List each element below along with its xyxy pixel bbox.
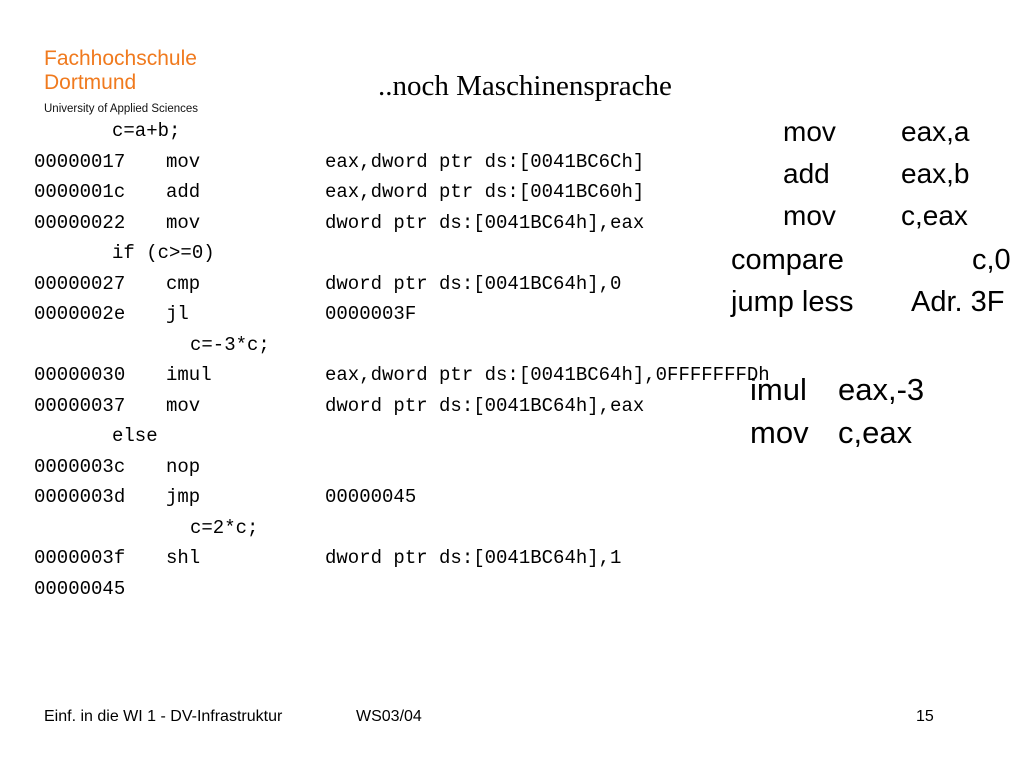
asm-operands: 0000003F	[325, 303, 417, 325]
annotation-line: mov c,eax	[783, 200, 968, 242]
source-statement: if (c>=0)	[112, 242, 215, 264]
annotation-group-basic: mov eax,a add eax,b mov c,eax	[783, 116, 970, 242]
source-statement: c=2*c;	[190, 516, 259, 539]
annotation-op: add	[783, 158, 830, 189]
source-statement: c=-3*c;	[190, 333, 270, 356]
asm-line: 00000037 mov dword ptr ds:[0041BC64h],eax	[34, 391, 770, 422]
annotation-op: mov	[750, 415, 809, 450]
annotation-arg: c,0	[972, 244, 1011, 276]
annotation-op: jump less	[731, 286, 854, 318]
annotation-op: imul	[750, 372, 807, 407]
asm-opcode: jl	[166, 303, 189, 325]
asm-address: 0000003c	[34, 455, 126, 478]
asm-address: 00000037	[34, 394, 126, 417]
asm-address: 00000022	[34, 211, 126, 234]
logo-line-1: Fachhochschule	[44, 47, 197, 70]
annotation-line: jump less Adr. 3F	[731, 286, 1005, 328]
asm-opcode: nop	[166, 455, 201, 478]
asm-opcode: shl	[166, 547, 201, 569]
asm-address: 00000027	[34, 272, 126, 295]
asm-operands: dword ptr ds:[0041BC64h],eax	[325, 211, 645, 234]
asm-address: 00000030	[34, 364, 126, 386]
asm-line: 0000003c nop	[34, 452, 770, 483]
asm-line: 00000045	[34, 574, 770, 605]
source-line: c=2*c;	[34, 513, 770, 544]
asm-operands: eax,dword ptr ds:[0041BC64h],0FFFFFFFDh	[325, 364, 770, 386]
annotation-line: compare c,0	[731, 244, 1011, 286]
source-line: else	[34, 421, 770, 452]
asm-address: 00000045	[34, 577, 126, 600]
source-statement: else	[112, 425, 158, 447]
asm-operands: 00000045	[325, 486, 417, 508]
annotation-group-imul: imul eax,-3 mov c,eax	[750, 372, 924, 458]
asm-address: 0000003d	[34, 486, 126, 508]
asm-opcode: mov	[166, 211, 201, 234]
asm-line: 00000022 mov dword ptr ds:[0041BC64h],eax	[34, 208, 770, 239]
asm-address: 0000001c	[34, 181, 126, 203]
asm-address: 0000003f	[34, 547, 126, 569]
asm-operands: dword ptr ds:[0041BC64h],1	[325, 547, 622, 569]
annotation-op: mov	[783, 200, 836, 231]
annotation-group-compare: compare c,0 jump less Adr. 3F	[731, 244, 1011, 328]
annotation-line: imul eax,-3	[750, 372, 924, 415]
asm-operands: eax,dword ptr ds:[0041BC6Ch]	[325, 150, 645, 173]
asm-address: 0000002e	[34, 303, 126, 325]
slide-title: ..noch Maschinensprache	[378, 70, 672, 102]
asm-line: 0000003f shl dword ptr ds:[0041BC64h],1	[34, 543, 770, 574]
logo-subtitle: University of Applied Sciences	[44, 103, 199, 115]
annotation-arg: eax,a	[901, 116, 970, 147]
code-listing: c=a+b; 00000017 mov eax,dword ptr ds:[0041B…	[34, 116, 770, 604]
asm-opcode: cmp	[166, 272, 201, 295]
annotation-line: mov eax,a	[783, 116, 970, 158]
annotation-line: mov c,eax	[750, 415, 912, 458]
asm-line: 00000017 mov eax,dword ptr ds:[0041BC6Ch]	[34, 147, 770, 178]
asm-opcode: mov	[166, 394, 201, 417]
asm-operands: eax,dword ptr ds:[0041BC60h]	[325, 181, 645, 203]
annotation-arg: c,eax	[901, 200, 968, 231]
asm-opcode: add	[166, 181, 201, 203]
source-line: c=-3*c;	[34, 330, 770, 361]
asm-line: 0000002e jl 0000003F	[34, 299, 770, 330]
annotation-op: mov	[783, 116, 836, 147]
logo-line-2: Dortmund	[44, 71, 137, 94]
asm-line: 0000001c add eax,dword ptr ds:[0041BC60h]	[34, 177, 770, 208]
source-statement: c=a+b;	[112, 120, 181, 142]
annotation-arg: c,eax	[838, 415, 913, 450]
annotation-arg: eax,-3	[838, 372, 925, 407]
asm-opcode: mov	[166, 150, 201, 173]
asm-opcode: imul	[166, 364, 212, 386]
annotation-arg: eax,b	[901, 158, 970, 189]
footer-page-number: 15	[916, 708, 934, 725]
asm-line: 00000027 cmp dword ptr ds:[0041BC64h],0	[34, 269, 770, 300]
source-line: c=a+b;	[34, 116, 770, 147]
asm-operands: dword ptr ds:[0041BC64h],0	[325, 272, 622, 295]
asm-operands: dword ptr ds:[0041BC64h],eax	[325, 394, 645, 417]
annotation-op: compare	[731, 244, 844, 276]
asm-address: 00000017	[34, 150, 126, 173]
asm-line: 00000030 imul eax,dword ptr ds:[0041BC64h]…	[34, 360, 770, 391]
asm-line: 0000003d jmp 00000045	[34, 482, 770, 513]
logo: Fachhochschule Dortmund University of Ap…	[44, 47, 198, 115]
annotation-arg: Adr. 3F	[911, 286, 1005, 318]
footer-course: Einf. in die WI 1 - DV-Infrastruktur	[44, 708, 283, 725]
asm-opcode: jmp	[166, 486, 201, 508]
footer-term: WS03/04	[356, 708, 422, 725]
source-line: if (c>=0)	[34, 238, 770, 269]
annotation-line: add eax,b	[783, 158, 970, 200]
